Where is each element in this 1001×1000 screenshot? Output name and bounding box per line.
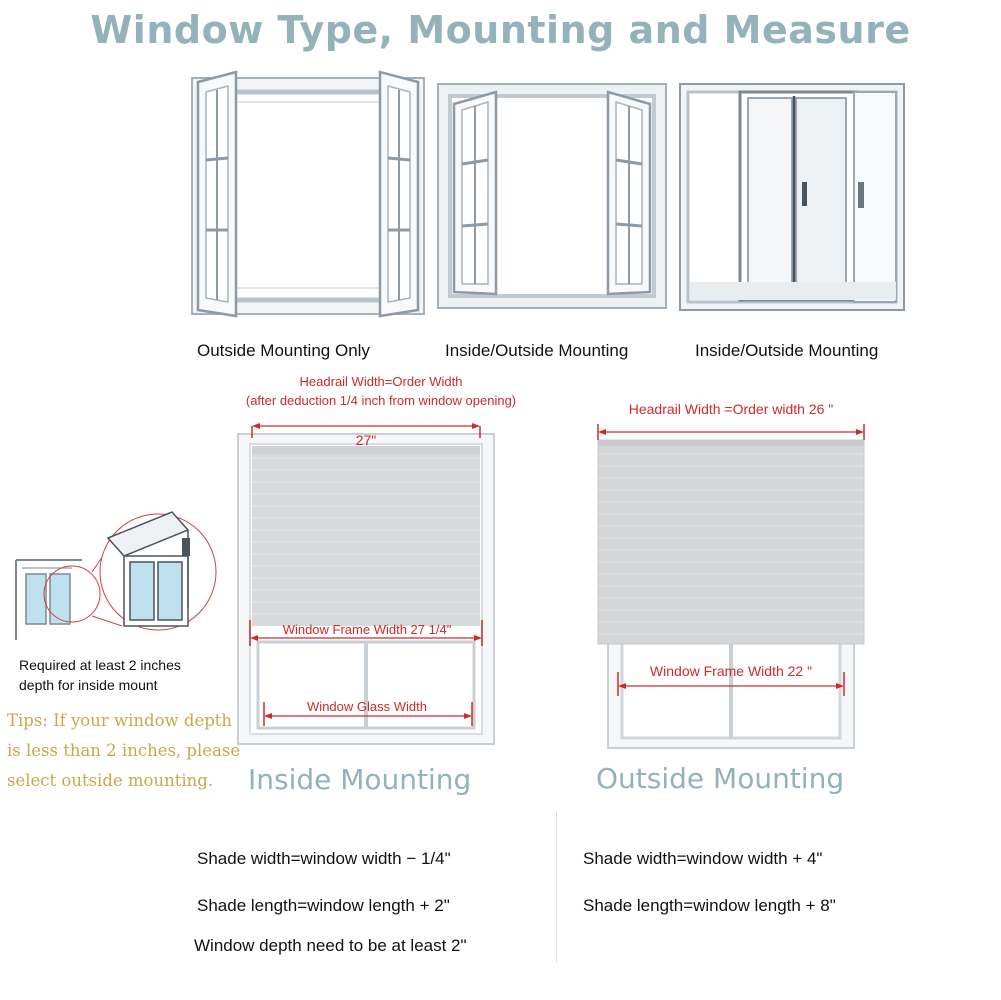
inside-frame-width-label: Window Frame Width 27 1/4" <box>282 622 452 637</box>
sliding-window-icon <box>679 83 905 311</box>
inside-headrail-line: (after deduction 1/4 inch from window op… <box>245 393 517 408</box>
inside-glass-width-label: Window Glass Width <box>307 699 427 714</box>
tips-line: Tips: If your window depth <box>7 711 233 730</box>
outside-width-formula: Shade width=window width + 4" <box>583 849 823 868</box>
inside-headrail-label: Headrail Width=Order Width (after deduct… <box>236 374 526 408</box>
outside-mounting-title: Outside Mounting <box>596 762 845 795</box>
depth-requirement-note: Required at least 2 inches depth for ins… <box>19 655 181 695</box>
inside-headrail-value: 27" <box>355 432 377 448</box>
outside-frame-width-label: Window Frame Width 22 " <box>649 663 813 679</box>
window-type-caption: Inside/Outside Mounting <box>445 341 629 360</box>
window-type-caption: Inside/Outside Mounting <box>695 341 879 360</box>
outside-length-formula: Shade length=window length + 8" <box>583 896 836 915</box>
casement-window-inset-icon <box>437 83 667 309</box>
depth-note-line: depth for inside mount <box>19 677 158 693</box>
casement-window-icon <box>191 70 425 318</box>
window-type-caption: Outside Mounting Only <box>197 341 370 360</box>
outside-mount-diagram <box>597 424 865 749</box>
inside-width-formula: Shade width=window width − 1/4" <box>197 849 451 868</box>
inside-mount-diagram <box>237 423 495 745</box>
inside-depth-formula: Window depth need to be at least 2" <box>194 936 467 955</box>
outside-headrail-label: Headrail Width =Order width 26 " <box>628 401 834 417</box>
tips-line: is less than 2 inches, please <box>7 741 241 760</box>
column-divider <box>556 812 557 962</box>
inside-mounting-title: Inside Mounting <box>248 763 472 796</box>
inside-length-formula: Shade length=window length + 2" <box>197 896 450 915</box>
page-title: Window Type, Mounting and Measure <box>90 8 911 52</box>
inside-headrail-line: Headrail Width=Order Width <box>299 374 463 389</box>
window-depth-detail-icon <box>15 511 217 640</box>
tips-note: Tips: If your window depth is less than … <box>7 706 240 796</box>
tips-line: select outside mounting. <box>7 771 214 790</box>
depth-note-line: Required at least 2 inches <box>19 657 181 673</box>
